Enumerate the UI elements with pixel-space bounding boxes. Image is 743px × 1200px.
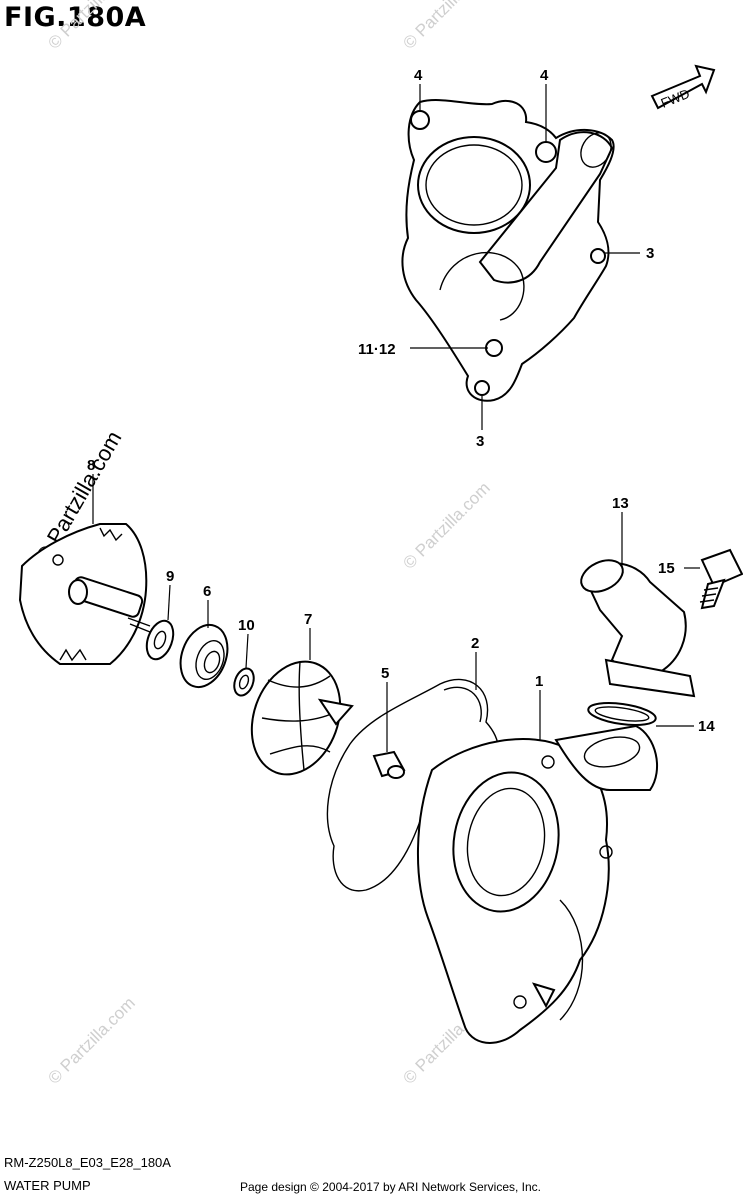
- fwd-label: FWD: [659, 86, 692, 111]
- fwd-arrow-icon: FWD: [650, 64, 716, 111]
- callout-14: 14: [698, 718, 715, 735]
- watermark: © Partzilla.com: [399, 478, 493, 572]
- pump-housing: [416, 724, 658, 1044]
- callout-9: 9: [166, 568, 174, 585]
- callout-6: 6: [203, 583, 211, 600]
- leader-lines: [92, 84, 700, 752]
- seal: [179, 624, 229, 688]
- callout-3a: 3: [646, 245, 654, 262]
- callout-15: 15: [658, 560, 675, 577]
- callout-10: 10: [238, 617, 255, 634]
- callout-4a: 4: [414, 67, 423, 84]
- impeller-shaft-gear: [18, 523, 151, 665]
- water-elbow: [580, 559, 696, 698]
- callouts: 4 4 3 11·12 3 8 9 6 10 7 5 2 1 13 15 14: [87, 67, 715, 735]
- callout-1: 1: [535, 673, 543, 690]
- elbow-o-ring: [587, 702, 657, 726]
- callout-7: 7: [304, 611, 312, 628]
- impeller: [250, 660, 354, 776]
- diagram-name: WATER PUMP: [4, 1178, 91, 1193]
- bolt: [699, 548, 743, 610]
- copyright-footer: Page design © 2004-2017 by ARI Network S…: [240, 1180, 542, 1194]
- washer: [145, 619, 175, 661]
- callout-13: 13: [612, 495, 629, 512]
- dowel-pin: [372, 750, 406, 779]
- callout-4b: 4: [540, 67, 549, 84]
- figure-title: FIG.180A: [4, 2, 147, 33]
- pump-cover: [401, 99, 615, 402]
- diagram-code: RM-Z250L8_E03_E28_180A: [4, 1155, 171, 1170]
- housing-gasket: [326, 678, 500, 892]
- watermark: © Partzilla.com: [399, 0, 493, 53]
- callout-3b: 3: [476, 433, 484, 450]
- watermark: © Partzilla.com: [44, 993, 138, 1087]
- callout-2: 2: [471, 635, 479, 652]
- callout-11-12: 11·12: [358, 341, 396, 358]
- callout-5: 5: [381, 665, 389, 682]
- watermark: © Partzilla.com: [44, 0, 138, 53]
- small-o-ring: [233, 667, 255, 697]
- callout-8: 8: [87, 457, 95, 474]
